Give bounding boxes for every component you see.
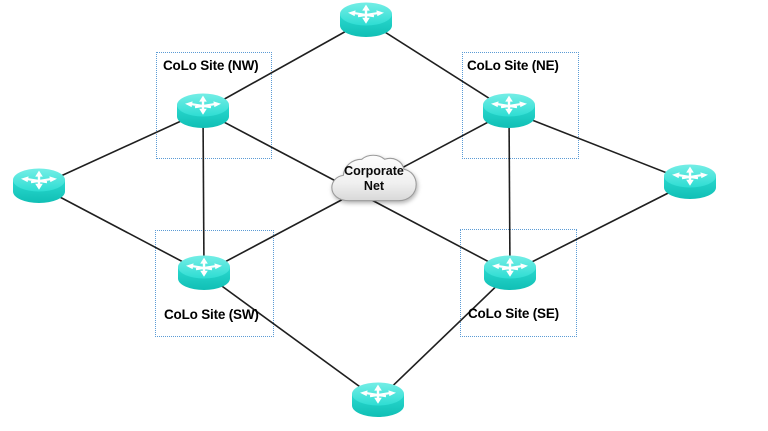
router-top — [339, 2, 393, 38]
router-se — [483, 255, 537, 291]
colo-site-sw-box — [155, 230, 274, 337]
router-nw — [176, 93, 230, 129]
router-bottom — [351, 382, 405, 418]
corporate-net-cloud: Corporate Net — [328, 151, 420, 209]
cloud-label-line1: Corporate — [344, 164, 404, 178]
link-right-ne — [508, 110, 691, 183]
router-icon — [482, 93, 536, 129]
colo-site-se-label: CoLo Site (SE) — [468, 306, 559, 321]
router-left — [12, 168, 66, 204]
colo-site-nw-label: CoLo Site (NW) — [163, 58, 259, 73]
colo-site-sw-label: CoLo Site (SW) — [164, 307, 259, 322]
link-left-sw — [38, 185, 205, 274]
link-left-nw — [38, 110, 204, 187]
link-bottom-se — [377, 272, 511, 401]
colo-site-nw-box — [156, 52, 272, 159]
colo-site-ne-label: CoLo Site (NE) — [467, 58, 559, 73]
link-top-ne — [365, 19, 510, 112]
router-icon — [483, 255, 537, 291]
router-icon — [351, 382, 405, 418]
link-right-se — [509, 181, 691, 274]
router-icon — [12, 168, 66, 204]
router-ne — [482, 93, 536, 129]
router-sw — [177, 255, 231, 291]
router-icon — [177, 255, 231, 291]
cloud-label: Corporate Net — [328, 164, 420, 194]
colo-site-se-box — [460, 229, 577, 337]
link-top-nw — [202, 19, 367, 112]
colo-site-ne-box — [462, 52, 579, 159]
cloud-icon — [331, 154, 417, 202]
link-ne-se — [508, 110, 511, 274]
router-icon — [339, 2, 393, 38]
link-nw-sw — [202, 110, 205, 274]
link-bottom-sw — [203, 272, 379, 401]
router-icon — [663, 164, 717, 200]
router-icon — [176, 93, 230, 129]
cloud-label-line2: Net — [363, 179, 385, 193]
router-right — [663, 164, 717, 200]
